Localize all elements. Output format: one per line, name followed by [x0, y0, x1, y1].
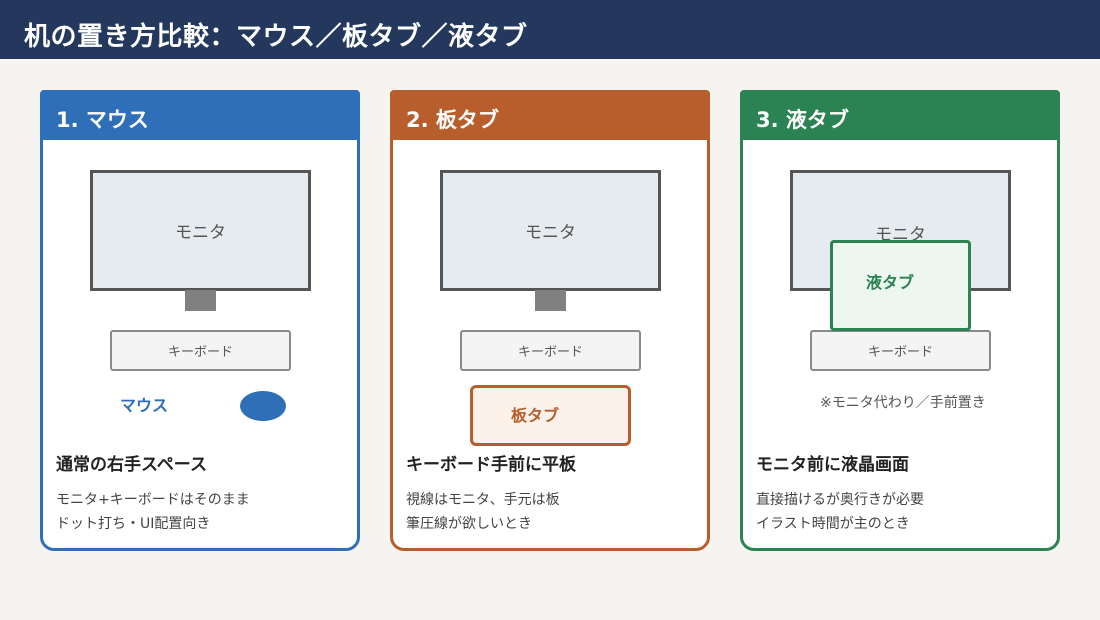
card-description: 直接描けるが奥行きが必要 イラスト時間が主のとき — [756, 488, 924, 536]
monitor-shape: モニタ — [440, 170, 661, 291]
monitor-shape: モニタ — [90, 170, 311, 291]
card-subtitle: モニタ前に液晶画面 — [756, 455, 909, 475]
card-header: 3. 液タブ — [743, 93, 1057, 140]
page-title: 机の置き方比較：マウス／板タブ／液タブ — [24, 22, 528, 52]
card-header: 1. マウス — [43, 93, 357, 140]
card-description: モニタ+キーボードはそのまま ドット打ち・UI配置向き — [56, 488, 250, 536]
description-line: 直接描けるが奥行きが必要 — [756, 492, 924, 508]
card-header: 2. 板タブ — [393, 93, 707, 140]
description-line: 視線はモニタ、手元は板 — [406, 492, 560, 508]
lcd-tablet-label: 液タブ — [866, 273, 915, 292]
monitor-stand — [535, 290, 566, 311]
description-line: 筆圧線が欲しいとき — [406, 516, 532, 532]
monitor-label: モニタ — [525, 223, 576, 243]
pen-tablet-shape: 板タブ — [470, 385, 631, 446]
description-line: イラスト時間が主のとき — [756, 516, 910, 532]
placement-note: ※モニタ代わり／手前置き — [820, 395, 986, 411]
monitor-stand — [185, 290, 216, 311]
card-title: 2. 板タブ — [406, 108, 499, 132]
keyboard-shape: キーボード — [110, 330, 291, 371]
header-bar: 机の置き方比較：マウス／板タブ／液タブ — [0, 0, 1100, 59]
card-subtitle: 通常の右手スペース — [56, 455, 207, 475]
pen-tablet-label: 板タブ — [511, 406, 560, 425]
lcd-tablet-shape: 液タブ — [830, 240, 971, 331]
card-title: 1. マウス — [56, 108, 149, 132]
description-line: モニタ+キーボードはそのまま — [56, 492, 250, 508]
keyboard-shape: キーボード — [810, 330, 991, 371]
mouse-label: マウス — [120, 396, 169, 415]
card-pen-tablet: 2. 板タブ モニタ キーボード 板タブ キーボード手前に平板 視線はモニタ、手… — [390, 90, 710, 551]
mouse-shape — [240, 391, 286, 421]
card-description: 視線はモニタ、手元は板 筆圧線が欲しいとき — [406, 488, 560, 536]
description-line: ドット打ち・UI配置向き — [56, 516, 211, 532]
card-lcd-tablet: 3. 液タブ モニタ キーボード 液タブ ※モニタ代わり／手前置き モニタ前に液… — [740, 90, 1060, 551]
keyboard-shape: キーボード — [460, 330, 641, 371]
card-title: 3. 液タブ — [756, 108, 849, 132]
card-mouse: 1. マウス モニタ キーボード マウス 通常の右手スペース モニタ+キーボード… — [40, 90, 360, 551]
monitor-label: モニタ — [175, 223, 226, 243]
card-subtitle: キーボード手前に平板 — [406, 455, 576, 475]
